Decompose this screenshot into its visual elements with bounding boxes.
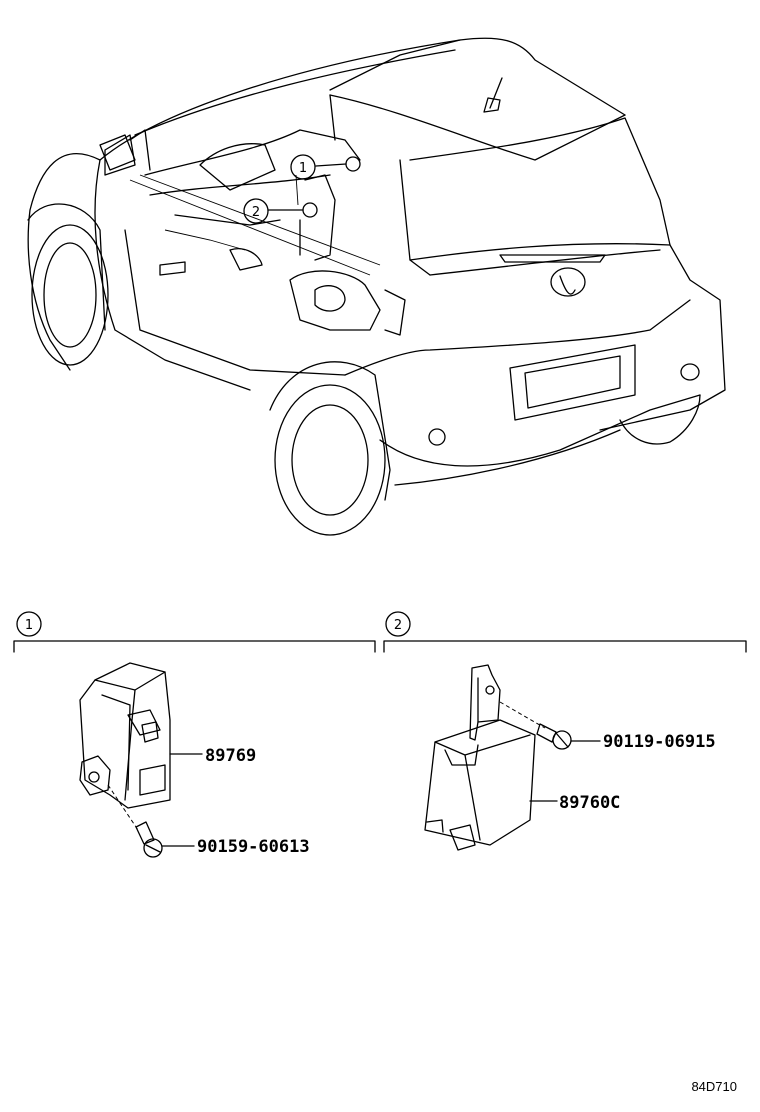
control-module-icon bbox=[424, 664, 546, 851]
callout-circle-2-car bbox=[243, 198, 269, 224]
bolt-icon bbox=[135, 821, 163, 858]
part-89769-label: 89769 bbox=[205, 746, 256, 766]
part-90119-06915-label: 90119-06915 bbox=[603, 732, 716, 752]
callout-1-section: 1 bbox=[25, 618, 33, 633]
part-89760c-label: 89760C bbox=[559, 793, 620, 813]
callout-2-section: 2 bbox=[394, 618, 402, 633]
part-90159-60613-label: 90159-60613 bbox=[197, 837, 310, 857]
bolt-icon bbox=[536, 723, 572, 750]
drawing-code: 84D710 bbox=[691, 1079, 737, 1094]
car-rear-view-drawing bbox=[27, 37, 726, 536]
section-1-bracket bbox=[13, 640, 376, 653]
callout-circle-1 bbox=[16, 611, 42, 637]
callout-circle-1-car bbox=[290, 154, 316, 180]
callout-2-car: 2 bbox=[252, 205, 260, 220]
section-2-bracket bbox=[383, 640, 747, 653]
callout-1-car: 1 bbox=[299, 161, 307, 176]
callout-circle-2 bbox=[385, 611, 411, 637]
sensor-module-icon bbox=[79, 662, 171, 831]
